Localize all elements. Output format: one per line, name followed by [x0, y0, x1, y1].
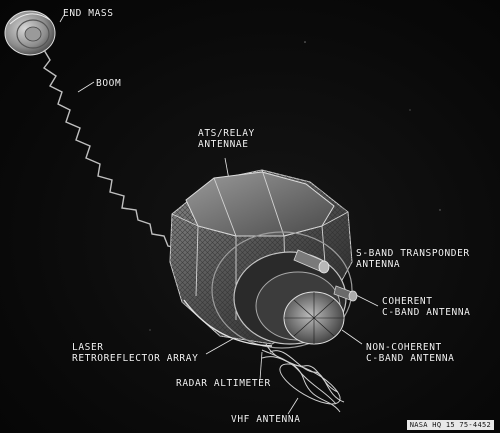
satellite-body-shape: [169, 169, 358, 349]
label-vhf-antenna: VHF ANTENNA: [231, 414, 301, 425]
vhf-antenna-shape: [261, 343, 345, 413]
end-mass-shape: [4, 10, 56, 56]
photo-caption: NASA HQ 15 75-4452: [406, 420, 494, 430]
label-non-coherent-c-band-antenna: NON-COHERENT C-BAND ANTENNA: [366, 342, 455, 364]
label-ats-relay-antennae: ATS/RELAY ANTENNAE: [198, 128, 255, 150]
label-coherent-c-band-antenna: COHERENT C-BAND ANTENNA: [382, 296, 471, 318]
label-s-band-transponder-antenna: S-BAND TRANSPONDER ANTENNA: [356, 248, 470, 270]
label-end-mass: END MASS: [63, 8, 114, 19]
background-specks: [149, 41, 441, 331]
label-boom: BOOM: [96, 78, 122, 89]
label-laser-retroreflector-array: LASER RETROREFLECTOR ARRAY: [72, 342, 199, 364]
label-radar-altimeter: RADAR ALTIMETER: [176, 378, 271, 389]
boom-shape: [42, 49, 191, 263]
